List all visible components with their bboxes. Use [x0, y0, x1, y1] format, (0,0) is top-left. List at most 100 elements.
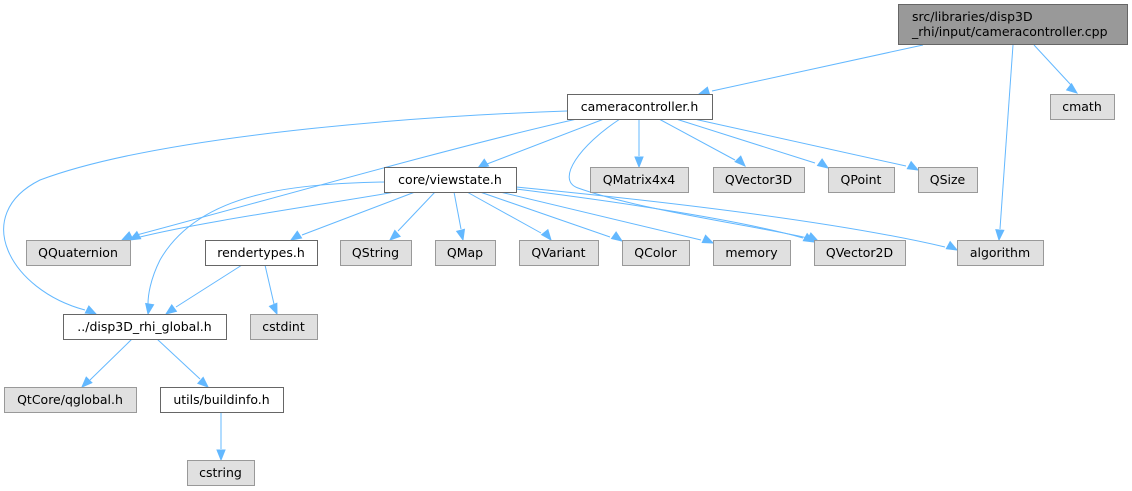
edge-line — [479, 191, 611, 238]
node-label: QQuaternion — [38, 245, 118, 260]
node-box — [205, 240, 318, 266]
edge-core-viewstate-h-to-qmap — [453, 191, 466, 242]
arrowhead-icon — [995, 229, 1005, 242]
node-box — [918, 167, 978, 193]
node-label: QMatrix4x4 — [603, 172, 676, 187]
arrowhead-icon — [145, 302, 155, 316]
node-box — [187, 460, 255, 486]
arrowhead-icon — [476, 158, 490, 169]
node-box — [160, 387, 284, 413]
edge-cameracontroller-h-to-qpoint — [675, 118, 830, 169]
arrowhead-icon — [128, 230, 142, 241]
edge-line — [89, 338, 133, 381]
node-label: ../disp3D_rhi_global.h — [77, 319, 211, 334]
node-label: cmath — [1062, 99, 1102, 114]
edge-core-viewstate-h-to-memory — [499, 191, 715, 244]
node-label: QColor — [634, 245, 677, 260]
node-cstdint: cstdint — [250, 314, 318, 340]
node-box — [435, 240, 496, 266]
arrowhead-icon — [216, 449, 226, 462]
node-qquaternion: QQuaternion — [26, 240, 131, 266]
edge-disp3d-rhi-global-h-to-qtcore-qglobal-h — [81, 338, 133, 388]
edge-rendertypes-h-to-disp3d-rhi-global-h — [164, 264, 243, 315]
edge-line — [1033, 44, 1072, 86]
edge-line — [301, 191, 416, 236]
edge-utils-buildinfo-h-to-cstring — [216, 412, 226, 462]
arrowhead-icon — [81, 376, 93, 388]
edge-core-viewstate-h-to-qstring — [388, 191, 436, 241]
arrowhead-icon — [816, 158, 830, 169]
node-box — [590, 167, 689, 193]
edge-line — [132, 118, 578, 237]
node-label: QVector3D — [725, 172, 792, 187]
edge-cameracontroller-h-to-qquaternion — [120, 118, 578, 241]
edge-rendertypes-h-to-cstdint — [264, 264, 278, 316]
node-label: QString — [352, 245, 399, 260]
node-label: QMap — [447, 245, 483, 260]
node-box — [898, 4, 1128, 45]
node-qmap: QMap — [435, 240, 496, 266]
node-box — [26, 240, 131, 266]
arrowhead-icon — [289, 230, 303, 241]
arrowhead-icon — [1065, 82, 1079, 94]
node-box — [814, 240, 906, 266]
node-disp3d-rhi-global-h[interactable]: ../disp3D_rhi_global.h — [63, 314, 227, 340]
node-box — [622, 240, 690, 266]
node-qpoint: QPoint — [828, 167, 895, 193]
edge-line — [453, 191, 462, 230]
arrowhead-icon — [701, 234, 715, 244]
edge-line — [515, 186, 946, 248]
edge-core-viewstate-h-to-qcolor — [479, 191, 624, 242]
edge-line — [147, 181, 385, 305]
node-qsize: QSize — [918, 167, 978, 193]
node-box — [384, 167, 517, 193]
node-utils-buildinfo-h[interactable]: utils/buildinfo.h — [160, 387, 284, 413]
edge-core-viewstate-h-to-qvector2d — [515, 188, 816, 243]
node-rendertypes-h[interactable]: rendertypes.h — [205, 240, 318, 266]
node-label: memory — [725, 245, 778, 260]
edge-line — [693, 118, 907, 167]
node-cameracontroller-h[interactable]: cameracontroller.h — [567, 94, 713, 120]
arrowhead-icon — [610, 231, 624, 242]
edge-core-viewstate-h-to-qquaternion — [128, 191, 396, 241]
edge-line — [397, 191, 436, 232]
node-qvariant: QVariant — [519, 240, 599, 266]
edge-line — [711, 44, 924, 92]
arrowhead-icon — [455, 228, 466, 242]
node-box — [340, 240, 412, 266]
node-qcolor: QColor — [622, 240, 690, 266]
node-label: QVariant — [531, 245, 585, 260]
node-label: QSize — [930, 172, 966, 187]
node-label: QPoint — [841, 172, 882, 187]
edge-line — [3, 110, 568, 311]
edge-line — [999, 44, 1014, 230]
arrowhead-icon — [734, 155, 746, 167]
edge-core-viewstate-h-to-algorithm — [515, 186, 959, 251]
node-box — [713, 240, 791, 266]
node-label: cstring — [199, 465, 242, 480]
node-label: rendertypes.h — [217, 245, 305, 260]
edge-root-to-algorithm — [995, 44, 1014, 242]
node-qmatrix4x4: QMatrix4x4 — [590, 167, 689, 193]
edge-cameracontroller-h-to-core-viewstate-h — [476, 118, 605, 169]
edge-line — [486, 118, 605, 165]
node-box — [828, 167, 895, 193]
arrowhead-icon — [540, 228, 552, 242]
edge-line — [264, 264, 275, 305]
edge-cameracontroller-h-to-qmatrix4x4 — [634, 119, 644, 169]
edge-line — [515, 188, 804, 239]
edge-disp3d-rhi-global-h-to-utils-buildinfo-h — [156, 338, 210, 388]
edge-core-viewstate-h-to-disp3d-rhi-global-h — [145, 181, 385, 316]
node-core-viewstate-h[interactable]: core/viewstate.h — [384, 167, 517, 193]
node-label: cameracontroller.h — [581, 99, 699, 114]
edge-root-to-cameracontroller-h — [697, 44, 924, 96]
edge-line — [156, 338, 201, 380]
node-label: utils/buildinfo.h — [173, 392, 269, 407]
arrowhead-icon — [945, 240, 959, 251]
arrowhead-icon — [906, 160, 920, 171]
node-label: _rhi/input/cameracontroller.cpp — [911, 24, 1108, 39]
node-algorithm: algorithm — [957, 240, 1044, 266]
node-box — [63, 314, 227, 340]
arrowhead-icon — [197, 376, 210, 388]
